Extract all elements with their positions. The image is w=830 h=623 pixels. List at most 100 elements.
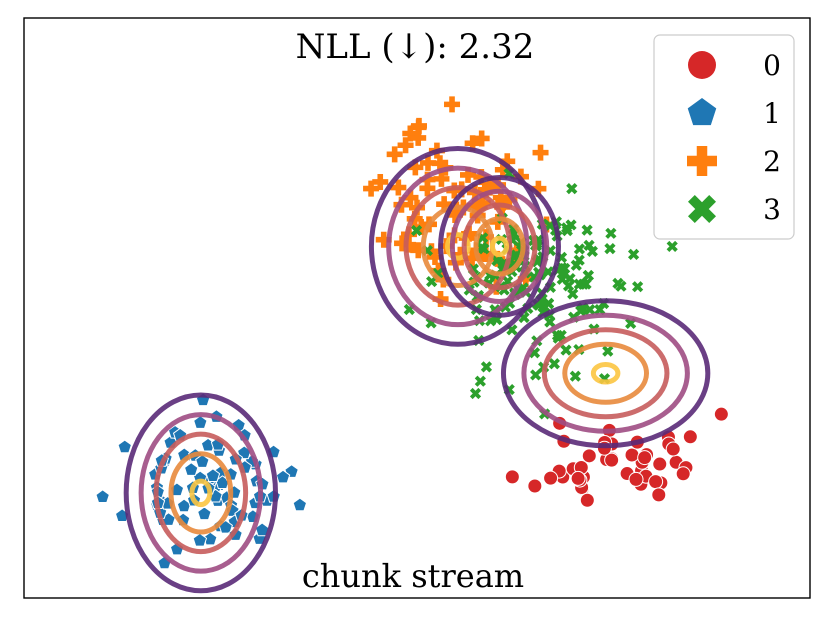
point-series-2 xyxy=(363,180,380,197)
point-series-2 xyxy=(433,170,450,187)
point-series-3 xyxy=(666,240,678,253)
contour-ellipse xyxy=(449,188,550,304)
contour-layer xyxy=(123,146,711,594)
contour-ellipse xyxy=(189,478,213,508)
contour-ellipse xyxy=(386,165,530,328)
point-series-3 xyxy=(602,345,614,357)
series-0 xyxy=(504,406,729,508)
point-series-2 xyxy=(390,179,407,196)
contour-ellipse xyxy=(403,185,513,308)
point-series-2 xyxy=(474,195,491,212)
point-series-3 xyxy=(544,316,556,328)
point-series-3 xyxy=(583,239,595,251)
point-series-2 xyxy=(419,171,436,188)
gaussian-3 xyxy=(500,298,711,449)
point-series-3 xyxy=(410,224,423,237)
point-series-2 xyxy=(410,242,427,259)
point-series-3 xyxy=(632,281,644,293)
point-series-3 xyxy=(562,280,575,292)
point-series-2 xyxy=(372,173,389,190)
point-series-0 xyxy=(648,474,664,490)
point-series-3 xyxy=(426,275,438,288)
point-series-2 xyxy=(426,249,443,266)
contour-ellipse xyxy=(562,341,650,405)
point-series-0 xyxy=(579,492,595,508)
point-series-3 xyxy=(469,387,482,400)
point-series-3 xyxy=(594,303,606,316)
point-series-2 xyxy=(494,161,511,178)
point-series-2 xyxy=(530,180,547,197)
point-series-0 xyxy=(713,406,729,422)
point-series-2 xyxy=(410,129,427,146)
point-series-2 xyxy=(386,146,403,163)
point-series-2 xyxy=(471,198,488,215)
point-series-2 xyxy=(402,125,419,142)
point-series-2 xyxy=(432,291,449,308)
legend-label-0: 0 xyxy=(763,49,781,82)
point-series-2 xyxy=(477,181,494,198)
contour-ellipse xyxy=(168,451,234,535)
point-series-2 xyxy=(464,250,481,267)
point-series-2 xyxy=(508,242,525,259)
point-series-2 xyxy=(394,235,411,252)
point-series-3 xyxy=(581,224,593,236)
contour-ellipse xyxy=(444,232,471,261)
point-series-2 xyxy=(446,182,463,199)
point-series-2 xyxy=(431,155,448,172)
contour-ellipse xyxy=(461,202,538,291)
point-series-2 xyxy=(452,246,469,263)
point-series-1 xyxy=(203,531,218,546)
point-series-2 xyxy=(402,189,419,206)
point-series-3 xyxy=(615,280,627,292)
legend-marker-0 xyxy=(688,51,716,79)
point-series-1 xyxy=(192,532,208,547)
point-series-1 xyxy=(95,489,110,504)
legend-label-1: 1 xyxy=(763,97,781,130)
point-series-0 xyxy=(682,429,698,445)
point-series-2 xyxy=(410,117,427,134)
point-series-3 xyxy=(542,298,555,310)
contour-ellipse xyxy=(500,298,711,449)
point-series-2 xyxy=(397,137,414,154)
point-series-2 xyxy=(375,231,392,248)
legend-marker-3 xyxy=(688,195,716,223)
point-series-0 xyxy=(628,471,644,487)
point-series-3 xyxy=(605,227,617,239)
point-series-0 xyxy=(581,448,597,464)
point-series-3 xyxy=(569,370,581,382)
point-series-1 xyxy=(195,454,210,468)
point-series-0 xyxy=(675,466,691,482)
point-series-3 xyxy=(582,269,594,282)
contour-ellipse xyxy=(153,431,249,555)
contour-ellipse xyxy=(489,235,510,258)
point-series-3 xyxy=(604,243,616,255)
plot-frame xyxy=(23,17,811,599)
point-series-3 xyxy=(530,369,542,381)
point-series-2 xyxy=(464,135,481,152)
contour-ellipse xyxy=(473,216,526,277)
point-series-2 xyxy=(406,210,423,227)
chart-title: NLL (↓): 2.32 xyxy=(296,27,535,67)
gaussian-2 xyxy=(438,175,561,318)
contour-ellipse xyxy=(521,312,690,434)
gaussian-0 xyxy=(123,392,279,594)
point-series-0 xyxy=(570,470,586,486)
point-series-2 xyxy=(501,191,518,208)
point-series-1 xyxy=(197,506,212,521)
point-series-0 xyxy=(637,450,653,466)
point-series-2 xyxy=(419,154,436,171)
legend-label-2: 2 xyxy=(763,145,781,178)
point-series-2 xyxy=(423,243,440,260)
legend-box xyxy=(653,34,795,240)
point-series-3 xyxy=(628,248,640,261)
point-series-3 xyxy=(548,358,560,370)
point-series-3 xyxy=(584,304,596,316)
point-series-2 xyxy=(532,144,549,161)
point-series-2 xyxy=(444,96,461,113)
contour-ellipse xyxy=(438,175,561,318)
chart-caption: chunk stream xyxy=(302,557,524,595)
point-series-0 xyxy=(604,452,620,468)
point-series-0 xyxy=(624,447,640,463)
point-series-0 xyxy=(652,456,668,472)
